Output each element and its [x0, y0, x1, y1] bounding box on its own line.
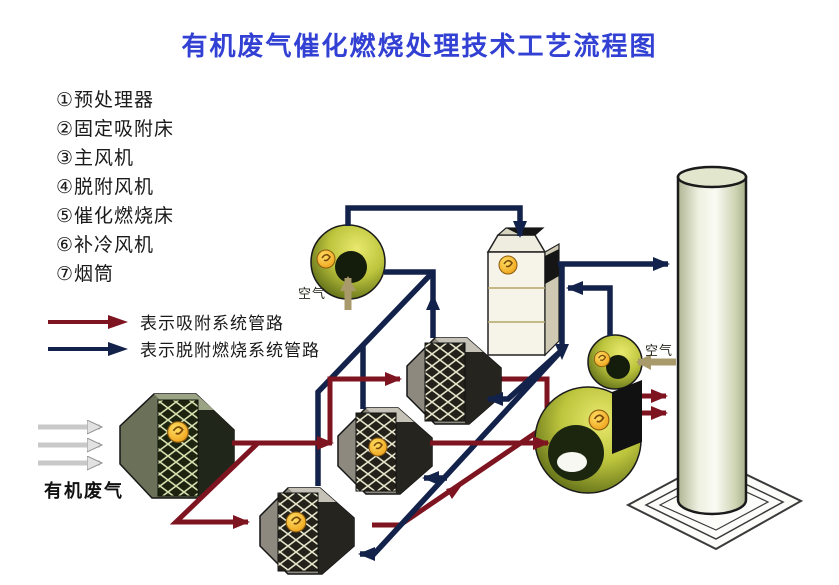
chimney-graphic — [676, 165, 748, 516]
pipe-legend: 表示吸附系统管路 表示脱附燃烧系统管路 — [48, 308, 320, 362]
main-fan-graphic — [534, 380, 642, 494]
catalytic-chamber-graphic — [486, 227, 560, 357]
badge-pretreater — [166, 420, 190, 444]
air-label-cooling-fan: 空气 — [645, 343, 674, 358]
adsorption-bed-bottom-graphic — [259, 487, 355, 575]
badge-desorption-fan — [316, 249, 336, 269]
blue-arrow-icon — [48, 341, 128, 356]
equipment-item-desorption-fan: ④脱附风机 — [56, 177, 155, 198]
equipment-item-catalytic-bed: ⑤催化燃烧床 — [56, 206, 175, 227]
equipment-item-cooling-fan: ⑥补冷风机 — [56, 235, 155, 256]
adsorption-bed-top-graphic — [406, 337, 502, 425]
badge-catalytic-chamber — [498, 255, 518, 275]
waste-gas-inlet-arrows — [38, 427, 100, 463]
legend-adsorption-label: 表示吸附系统管路 — [140, 314, 284, 333]
equipment-item-fixed-adsorption-bed: ②固定吸附床 — [56, 119, 175, 140]
red-arrow-icon — [48, 314, 128, 329]
legend-desorption-row: 表示脱附燃烧系统管路 — [48, 335, 320, 362]
page-title: 有机废气催化燃烧处理技术工艺流程图 — [181, 31, 658, 61]
air-inlet-arrows — [340, 276, 676, 370]
desorption-fan-graphic — [310, 224, 386, 300]
pretreater-graphic — [119, 393, 235, 499]
legend-adsorption-row: 表示吸附系统管路 — [48, 308, 320, 335]
adsorption-pipes — [169, 372, 668, 529]
adsorption-bed-middle-graphic — [337, 407, 433, 495]
waste-gas-inlet-label: 有机废气 — [44, 481, 124, 501]
badge-main-fan — [588, 409, 610, 431]
equipment-item-pretreater: ①预处理器 — [56, 90, 155, 111]
badge-adsorption-bed-bottom — [285, 511, 307, 533]
equipment-list: ①预处理器 ②固定吸附床 ③主风机 ④脱附风机 ⑤催化燃烧床 ⑥补冷风机 ⑦烟筒 — [56, 86, 174, 289]
equipment-item-main-fan: ③主风机 — [56, 148, 135, 169]
equipment-item-chimney: ⑦烟筒 — [56, 264, 115, 285]
desorption-pipes — [315, 205, 670, 561]
badge-adsorption-bed-middle — [368, 437, 388, 457]
air-label-desorption-fan: 空气 — [298, 286, 327, 301]
legend-desorption-label: 表示脱附燃烧系统管路 — [140, 341, 320, 360]
badge-cooling-fan — [593, 350, 611, 368]
desorption-pipe-arrowheads — [426, 294, 569, 360]
cooling-fan-graphic — [587, 334, 643, 390]
